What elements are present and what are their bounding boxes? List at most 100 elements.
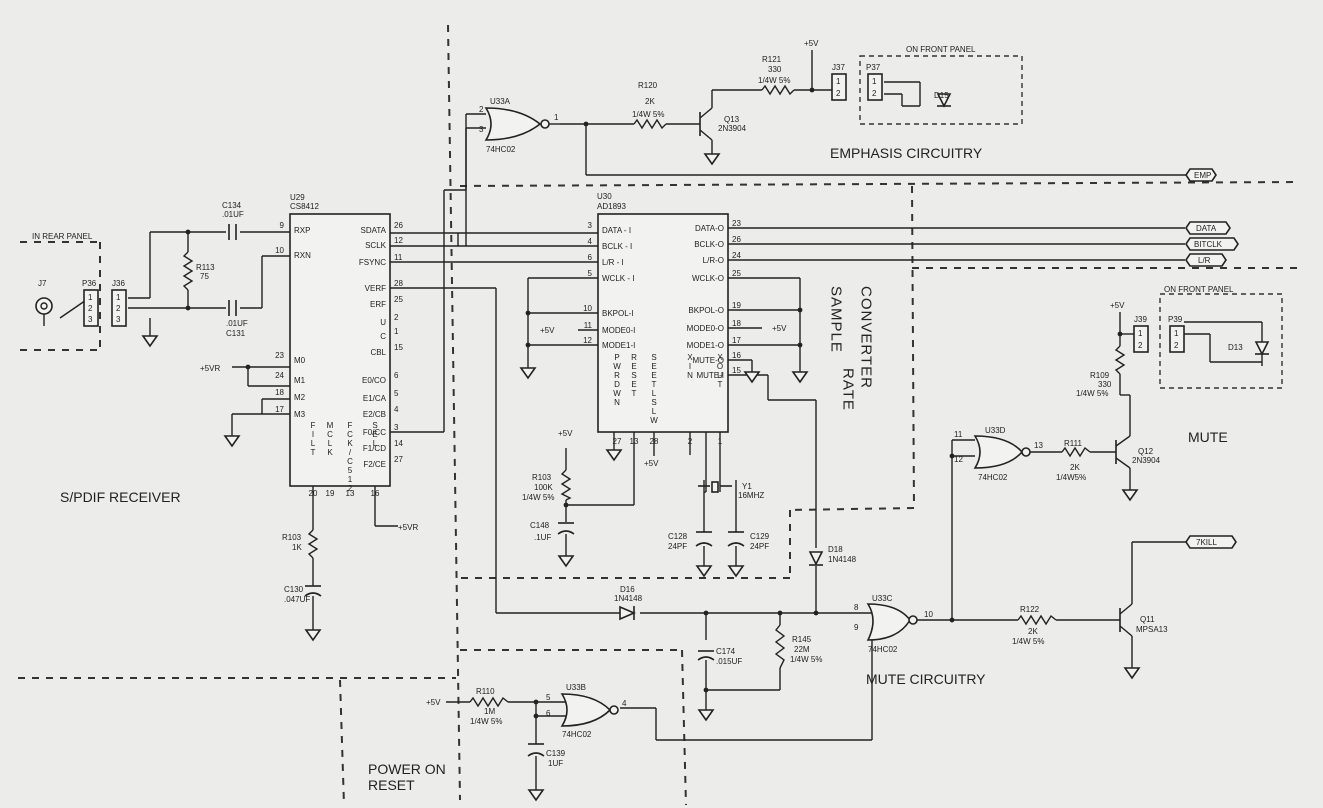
u29-pin-label: SDATA <box>361 226 387 235</box>
u29-pin-num: 26 <box>394 221 403 230</box>
u29-pin-num: 6 <box>394 371 399 380</box>
ground-symbol <box>695 565 713 578</box>
u29-pin-num: 4 <box>394 405 399 414</box>
gate-u33c: U33C 74HC02 8 9 10 <box>854 594 933 654</box>
r111-ref: R111 <box>1064 439 1082 448</box>
r109-value: 330 <box>1098 380 1112 389</box>
u30-pin-num: 25 <box>732 269 741 278</box>
p37-ref: P37 <box>866 63 881 72</box>
ground-symbol <box>557 555 575 568</box>
p37-pin2: 2 <box>872 89 877 98</box>
r111-value: 2K <box>1070 463 1080 472</box>
j39-pin1: 1 <box>1138 329 1143 338</box>
u30-pin-num: 5 <box>588 269 593 278</box>
r120-rating: 1/4W 5% <box>632 110 664 119</box>
p39-pin2: 2 <box>1174 341 1179 350</box>
c134-value: .01UF <box>222 210 244 219</box>
signal-kill: 7KILL <box>1196 538 1217 547</box>
c130-value: .047UF <box>284 595 310 604</box>
u30-pin-num: 11 <box>584 321 593 330</box>
u29-bottom-pin-num: 19 <box>326 489 335 498</box>
supply-mute: +5V <box>1110 301 1125 310</box>
u29-pin-label: U <box>380 318 386 327</box>
c148-ref: C148 <box>530 521 550 530</box>
r121-value: 330 <box>768 65 782 74</box>
c128-value: 24PF <box>668 542 687 551</box>
c130-ref: C130 <box>284 585 304 594</box>
r120-ref: R120 <box>638 81 658 90</box>
r145-value: 22M <box>794 645 810 654</box>
u29-pin-num: 15 <box>394 343 403 352</box>
u30-pin-label: MODE1-O <box>687 341 724 350</box>
ground-symbol <box>527 789 545 802</box>
u30-pin-num: 17 <box>732 336 741 345</box>
u29-pin-label: RXN <box>294 251 311 260</box>
u30-pin-num: 12 <box>583 336 592 345</box>
u33a-ref: U33A <box>490 97 511 106</box>
c174-ref: C174 <box>716 647 736 656</box>
c129-ref: C129 <box>750 532 770 541</box>
q11-ref: Q11 <box>1140 615 1155 624</box>
ground-symbol <box>1123 667 1141 680</box>
p36-pin1: 1 <box>88 293 93 302</box>
u29-pin-num: 11 <box>394 253 403 262</box>
resistors: R120 2K 1/4W 5% R121 330 1/4W 5% R113 75… <box>182 55 1126 726</box>
u30-pin-label: MODE1-I <box>602 341 635 350</box>
u30-pin-num: 26 <box>732 235 741 244</box>
c174-value: .015UF <box>716 657 742 666</box>
r111-rating: 1/4W5% <box>1056 473 1086 482</box>
u33d-pin-in2: 12 <box>954 455 963 464</box>
u30-bottom-pin-num: 27 <box>613 437 622 446</box>
u29-pin-num: 3 <box>394 423 399 432</box>
connector-p39: P39 1 2 <box>1168 315 1185 353</box>
u29-pin-label: F2/CE <box>363 460 386 469</box>
y1-value: 16MHZ <box>738 491 764 500</box>
ground-symbol <box>141 335 159 348</box>
u30-pin-label: WCLK-O <box>692 274 724 283</box>
u30-pin-num: 19 <box>732 301 741 310</box>
q13-part: 2N3904 <box>718 124 747 133</box>
u30-pin-num: 18 <box>732 319 741 328</box>
supply-labels: +5V +5V +5V +5V +5V +5V +5V <box>426 39 1125 707</box>
u30-pin-label: MODE0-O <box>687 324 724 333</box>
u30-pin-label: L/R-O <box>703 256 724 265</box>
u29-pin-label: VERF <box>365 284 386 293</box>
u29-body <box>289 213 391 487</box>
mute-title: MUTE <box>1188 429 1228 445</box>
transistor-q13: Q13 2N3904 <box>699 107 747 141</box>
u29-pin-label: SCLK <box>365 241 387 250</box>
u33c-ref: U33C <box>872 594 893 603</box>
y1-ref: Y1 <box>742 482 752 491</box>
j37-pin1: 1 <box>836 77 841 86</box>
u30-pin-num: 3 <box>588 221 593 230</box>
junctions <box>185 87 1123 719</box>
u29-pin-num: 24 <box>275 371 284 380</box>
transistor-q12: Q12 2N3904 <box>1115 435 1161 469</box>
section-dividers <box>18 24 1301 806</box>
r122-rating: 1/4W 5% <box>1012 637 1044 646</box>
u30-pin-num: 16 <box>732 351 741 360</box>
signal-lr: L/R <box>1198 256 1211 265</box>
u29-pin-label: E1/CA <box>363 394 387 403</box>
u30-pin-num: 15 <box>732 366 741 375</box>
u30-pin-label: WCLK - I <box>602 274 634 283</box>
c148-value: .1UF <box>534 533 551 542</box>
ground-symbol <box>519 367 537 380</box>
u30-pin-label: BKPOL-I <box>602 309 634 318</box>
r121-ref: R121 <box>762 55 782 64</box>
sample-vertical-label: SAMPLE <box>828 286 845 353</box>
u30-pin-num: 23 <box>732 219 741 228</box>
u30-pin-label: DATA-O <box>695 224 724 233</box>
c131-value: .01UF <box>226 319 248 328</box>
d16-part: 1N4148 <box>614 594 643 603</box>
r103b-ref: R103 <box>282 533 302 542</box>
q13-ref: Q13 <box>724 115 740 124</box>
r120-value: 2K <box>645 97 655 106</box>
q11-part: MPSA13 <box>1136 625 1168 634</box>
